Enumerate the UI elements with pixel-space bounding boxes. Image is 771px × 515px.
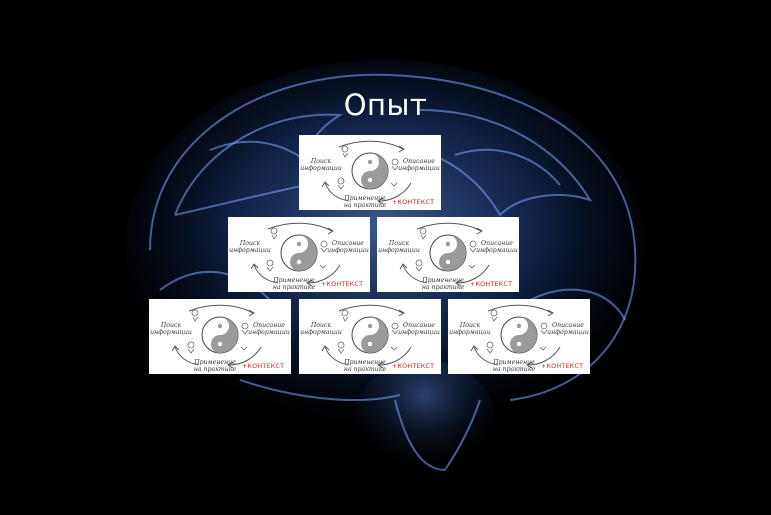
- slide-title: Опыт: [0, 88, 771, 122]
- label-bottom-line2: на практике: [344, 366, 387, 373]
- label-right-line2: информации: [476, 247, 518, 254]
- label-left-line2: информации: [378, 247, 420, 254]
- label-bottom-line2: на практике: [422, 284, 465, 291]
- label-right-line2: информации: [398, 165, 440, 172]
- label-bottom-line1: Применение: [272, 277, 315, 284]
- label-bottom-line1: Применение: [193, 359, 236, 366]
- yin-yang-icon: [430, 235, 466, 271]
- label-bottom-line1: Применение: [421, 277, 464, 284]
- label-bottom-line1: Применение: [492, 359, 535, 366]
- label-right-line2: информации: [248, 329, 290, 336]
- label-context: +КОНТЕКСТ: [321, 280, 363, 288]
- label-bottom-line1: Применение: [343, 359, 386, 366]
- label-left-line1: Поиск: [388, 240, 410, 247]
- label-bottom-line2: на практике: [194, 366, 237, 373]
- yin-yang-icon: [501, 317, 537, 353]
- label-right-line1: Описание: [403, 158, 435, 165]
- label-right-line1: Описание: [481, 240, 513, 247]
- label-left-line1: Поиск: [160, 322, 182, 329]
- label-right-line2: информации: [547, 329, 589, 336]
- label-context: +КОНТЕКСТ: [392, 198, 434, 206]
- label-context: +КОНТЕКСТ: [470, 280, 512, 288]
- label-left-line1: Поиск: [310, 322, 332, 329]
- label-left-line2: информации: [229, 247, 271, 254]
- label-right-line1: Описание: [332, 240, 364, 247]
- label-context: +КОНТЕКСТ: [242, 362, 284, 370]
- label-right-line2: информации: [398, 329, 440, 336]
- label-context: +КОНТЕКСТ: [541, 362, 583, 370]
- label-context: +КОНТЕКСТ: [392, 362, 434, 370]
- label-left-line1: Поиск: [239, 240, 261, 247]
- label-bottom-line2: на практике: [344, 202, 387, 209]
- yin-yang-icon: [281, 235, 317, 271]
- label-bottom-line2: на практике: [273, 284, 316, 291]
- label-left-line2: информации: [300, 165, 342, 172]
- yin-yang-icon: [352, 153, 388, 189]
- label-left-line2: информации: [300, 329, 342, 336]
- label-right-line1: Описание: [403, 322, 435, 329]
- label-bottom-line2: на практике: [493, 366, 536, 373]
- label-left-line1: Поиск: [459, 322, 481, 329]
- yin-yang-icon: [352, 317, 388, 353]
- label-bottom-line1: Применение: [343, 195, 386, 202]
- label-left-line1: Поиск: [310, 158, 332, 165]
- label-right-line2: информации: [327, 247, 369, 254]
- yin-yang-icon: [202, 317, 238, 353]
- label-right-line1: Описание: [253, 322, 285, 329]
- label-right-line1: Описание: [552, 322, 584, 329]
- label-left-line2: информации: [150, 329, 192, 336]
- label-left-line2: информации: [449, 329, 491, 336]
